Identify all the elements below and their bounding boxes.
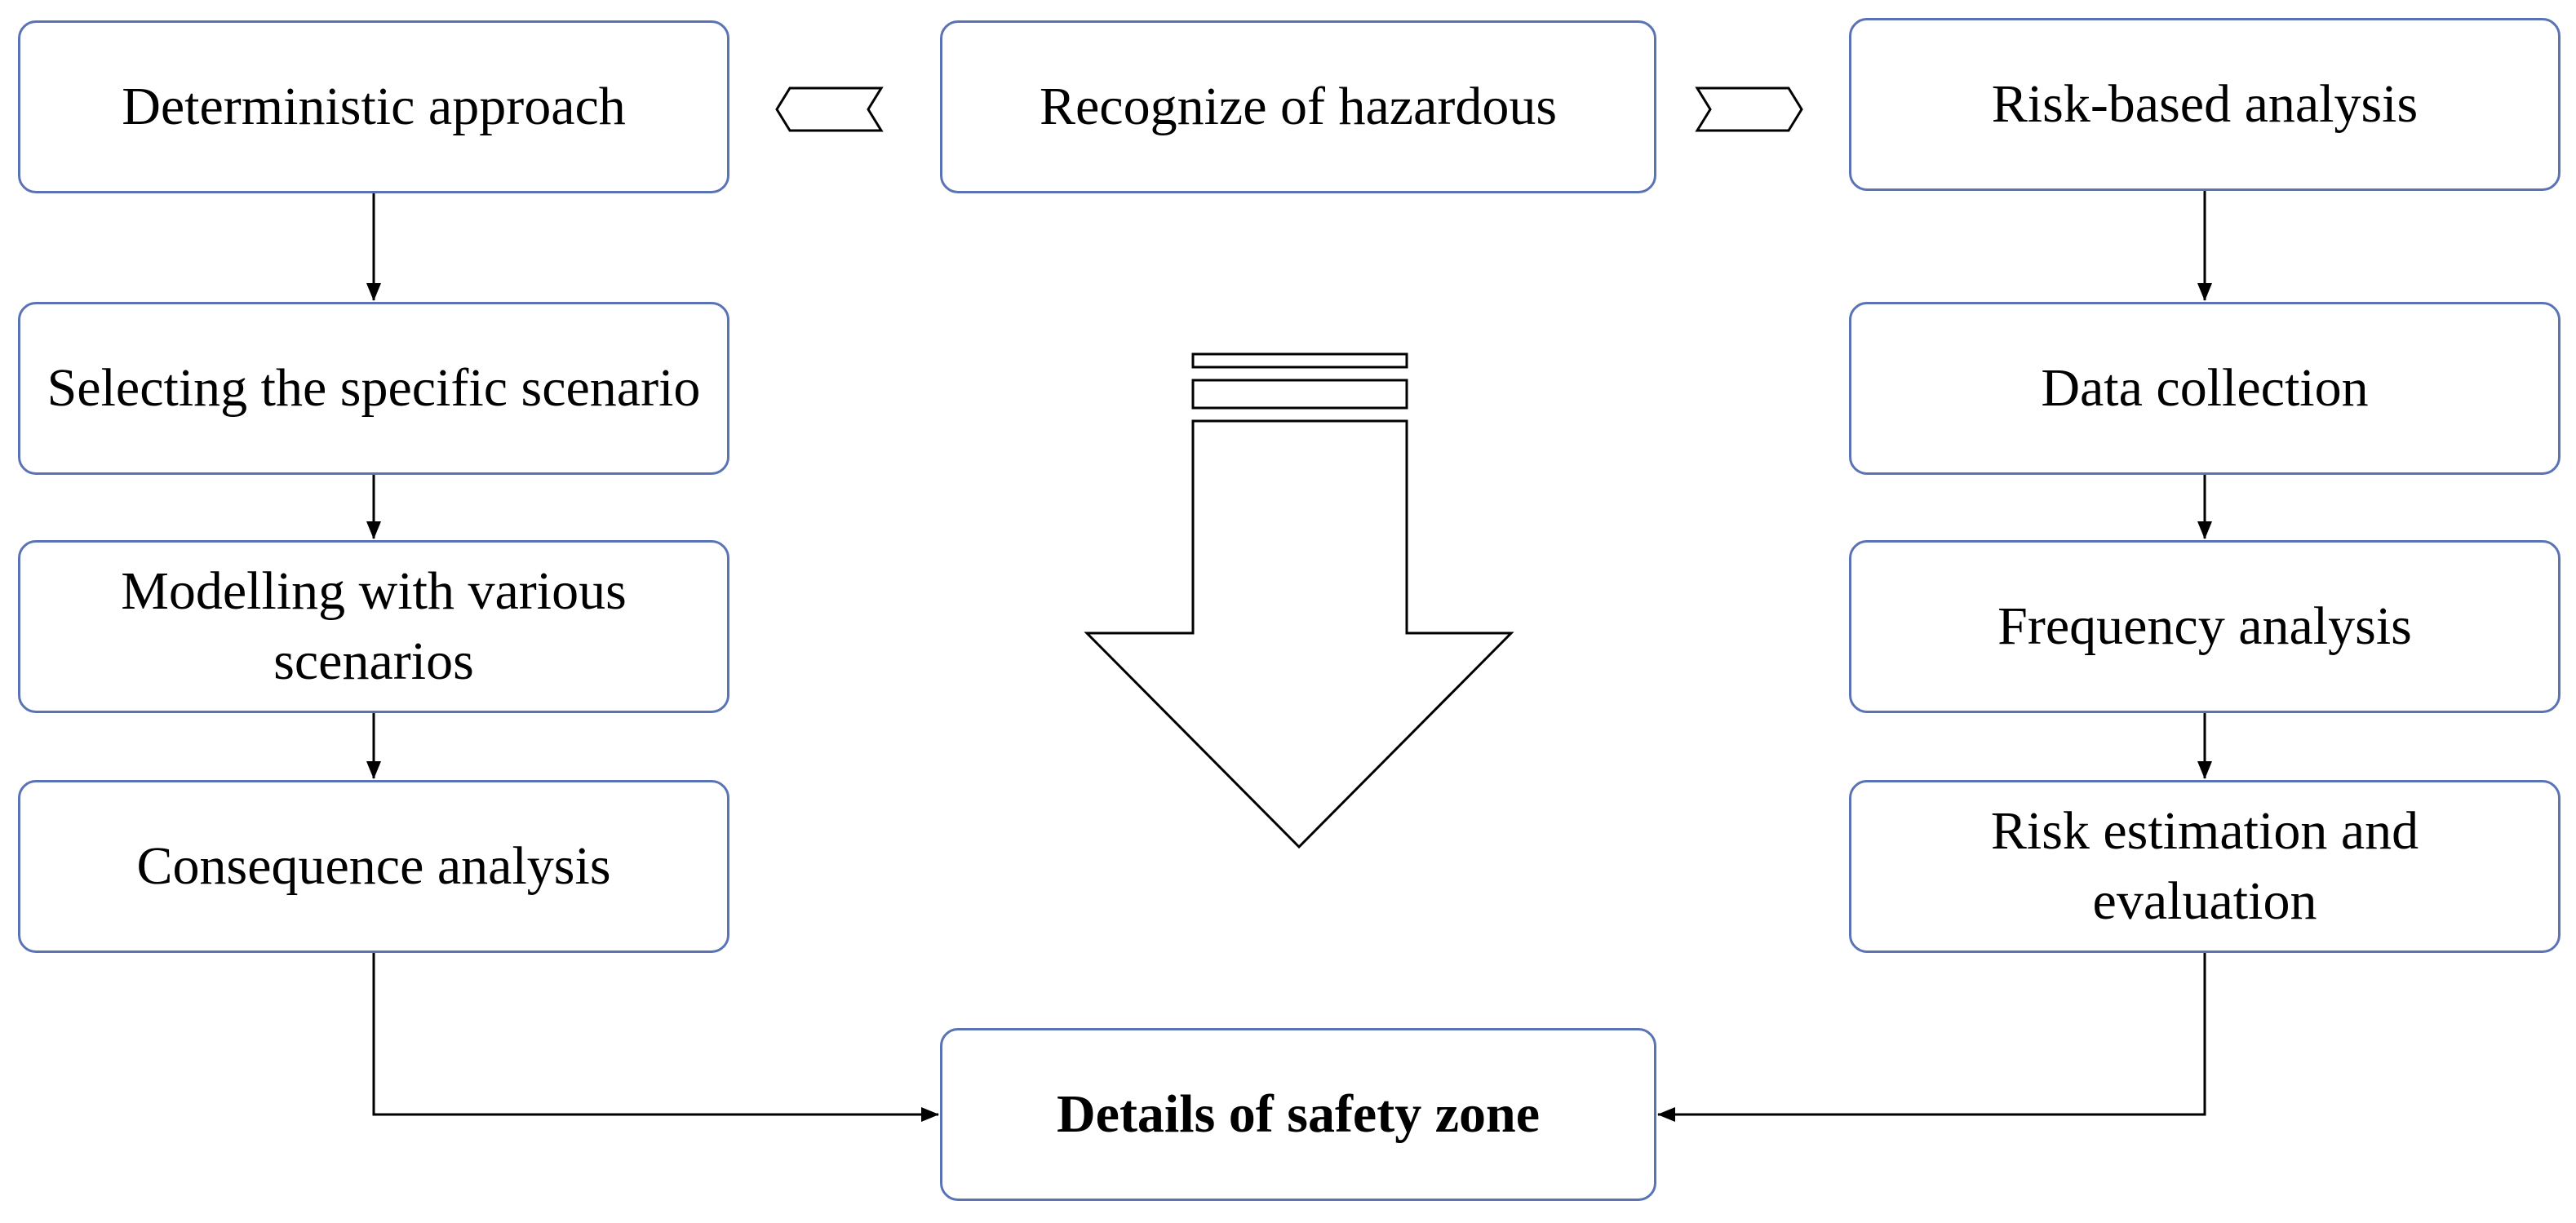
- node-risk-based-analysis: Risk-based analysis: [1849, 18, 2560, 191]
- node-deterministic-approach: Deterministic approach: [18, 20, 729, 193]
- node-selecting-specific-scenario: Selecting the specific scenario: [18, 302, 729, 475]
- edge-consequence-details: [372, 953, 939, 1122]
- right-chevron-arrow: [1695, 86, 1803, 132]
- node-frequency-analysis: Frequency analysis: [1849, 540, 2560, 713]
- node-modelling-various-scenarios: Modelling with various scenarios: [18, 540, 729, 713]
- node-data-collection: Data collection: [1849, 302, 2560, 475]
- node-consequence-analysis: Consequence analysis: [18, 780, 729, 953]
- node-details-of-safety-zone: Details of safety zone: [940, 1028, 1656, 1201]
- left-chevron-arrow: [775, 86, 884, 132]
- central-down-block-arrow: [1084, 352, 1514, 849]
- node-recognize-of-hazardous: Recognize of hazardous: [940, 20, 1656, 193]
- edge-riskest-details: [1657, 953, 2206, 1122]
- node-risk-estimation-evaluation: Risk estimation and evaluation: [1849, 780, 2560, 953]
